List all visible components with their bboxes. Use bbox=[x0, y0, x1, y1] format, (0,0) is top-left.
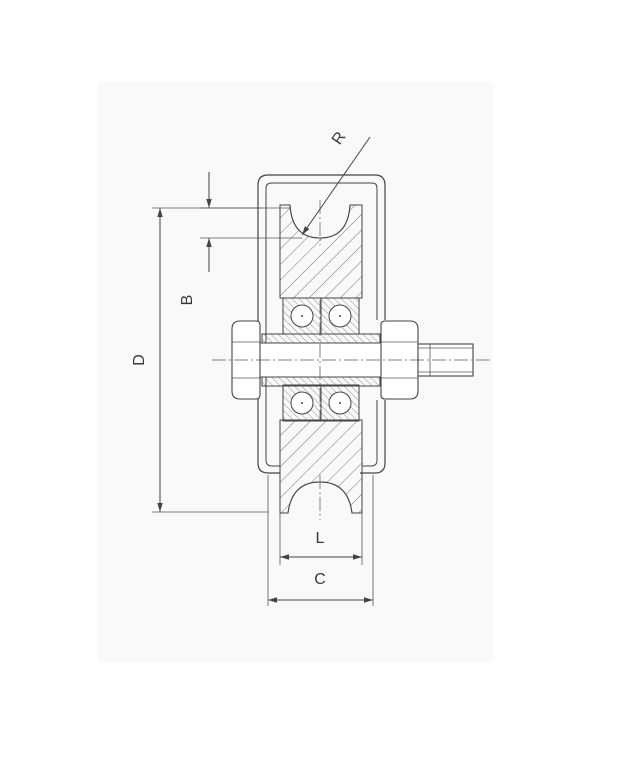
dimension-C: C bbox=[267, 475, 374, 606]
housing-outer bbox=[257, 174, 386, 474]
housing-inner bbox=[265, 182, 378, 467]
lower-bearings bbox=[282, 384, 360, 422]
upper-bearings bbox=[282, 297, 360, 335]
axle bbox=[257, 342, 384, 378]
centre-lines bbox=[212, 200, 490, 520]
spacer-lower bbox=[261, 376, 381, 387]
dimension-L: L bbox=[279, 513, 363, 565]
dimension-D: D bbox=[131, 207, 268, 513]
label-B: B bbox=[179, 295, 196, 306]
label-D: D bbox=[131, 354, 148, 366]
spacer-upper bbox=[261, 333, 381, 344]
label-C: C bbox=[314, 571, 326, 588]
label-L: L bbox=[316, 530, 325, 547]
upper-groove bbox=[289, 204, 351, 239]
